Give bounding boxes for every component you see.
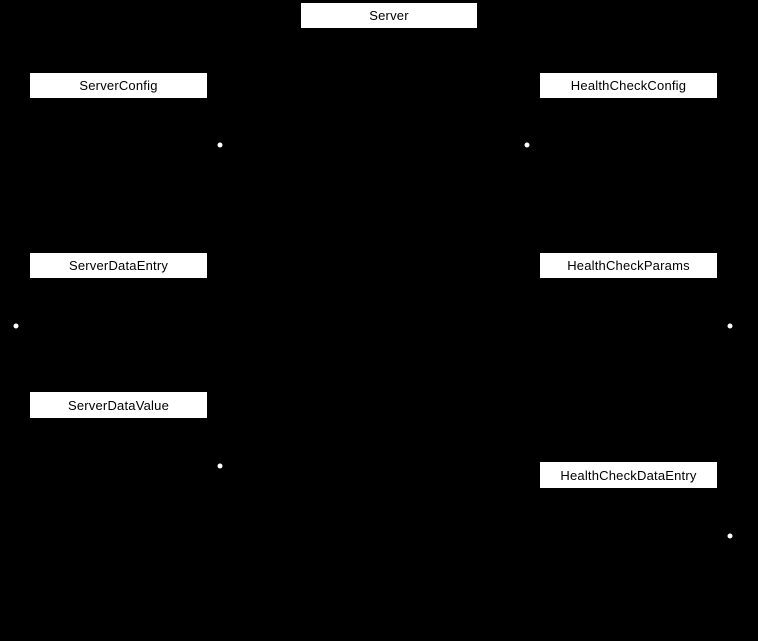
node-label: HealthCheckDataEntry (560, 467, 697, 483)
connector-dot (13, 323, 19, 329)
node-label: HealthCheckConfig (570, 78, 687, 93)
node-server: Server (300, 2, 478, 29)
connector-dot (217, 463, 223, 469)
connector-dot (727, 533, 733, 539)
node-label: Server (369, 8, 409, 23)
node-server-data-entry: ServerDataEntry (29, 252, 208, 279)
node-health-check-params: HealthCheckParams (539, 252, 718, 279)
node-health-check-data-entry: HealthCheckDataEntry (539, 461, 718, 489)
connector-dot (217, 142, 223, 148)
node-label: HealthCheckParams (567, 258, 690, 273)
connector-dot (727, 323, 733, 329)
connector-dot (524, 142, 530, 148)
node-label: ServerConfig (79, 78, 158, 93)
node-server-data-value: ServerDataValue (29, 391, 208, 419)
node-label: ServerDataEntry (68, 258, 169, 273)
node-label: ServerDataValue (67, 397, 170, 413)
node-health-check-config: HealthCheckConfig (539, 72, 718, 99)
node-server-config: ServerConfig (29, 72, 208, 99)
